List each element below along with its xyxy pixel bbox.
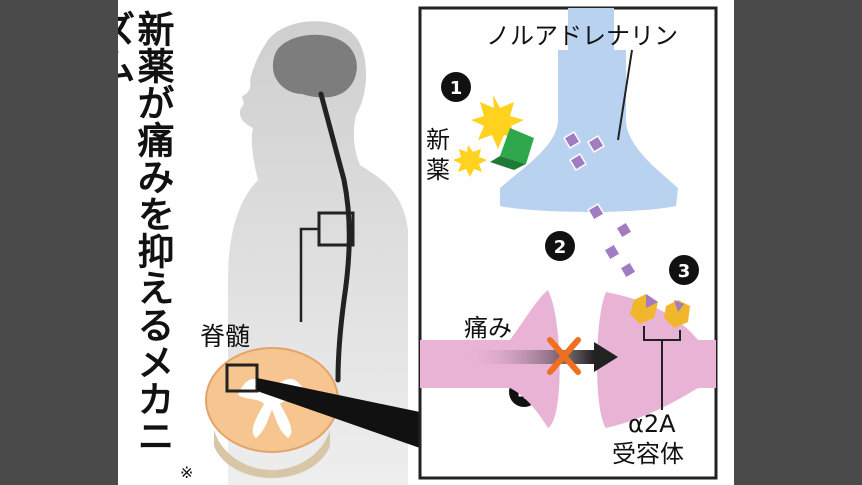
pain-signal-arrow-shaft [464,350,594,364]
connector-line [299,227,319,322]
new-drug-label-1: 新 [426,126,450,154]
zoom-wedge [257,378,420,448]
step-3: 3 [669,255,699,285]
upper-neuron-terminal [500,8,678,212]
noradrenaline-pointer [617,49,633,141]
diagram-frame: 新薬が痛みを抑えるメカニズム ※ [118,0,734,485]
alpha2a-receptors [630,294,690,328]
pain-label: 痛み [464,314,512,342]
new-drug-stars [453,95,534,177]
page-title: 新薬が痛みを抑えるメカニズム [118,10,174,454]
left-border [0,0,118,485]
spinal-cord-label: 脊髄 [200,322,250,351]
step-1: 1 [441,72,471,102]
noradrenaline-molecules [562,130,638,280]
svg-text:1: 1 [450,78,463,99]
receptor-label-line2: 受容体 [612,440,684,468]
block-x-icon [547,337,581,375]
spinal-cord-line [318,91,352,383]
mechanism-diagram: 脊髄 ノルアドレナリン 新 薬 [200,6,718,485]
note-mark: ※ [180,463,194,482]
noradrenaline-label: ノルアドレナリン [486,22,678,50]
svg-text:2: 2 [554,237,567,258]
receptor-label-line1: α2A [628,410,676,438]
right-border [734,0,862,485]
receptor-pointer [643,326,681,410]
pain-signal-arrow-head [594,342,618,372]
brain-shape [272,34,357,98]
new-drug-label-2: 薬 [426,156,450,184]
lower-neuron-right [597,292,716,428]
step-2: 2 [545,231,575,261]
svg-text:3: 3 [678,261,691,282]
